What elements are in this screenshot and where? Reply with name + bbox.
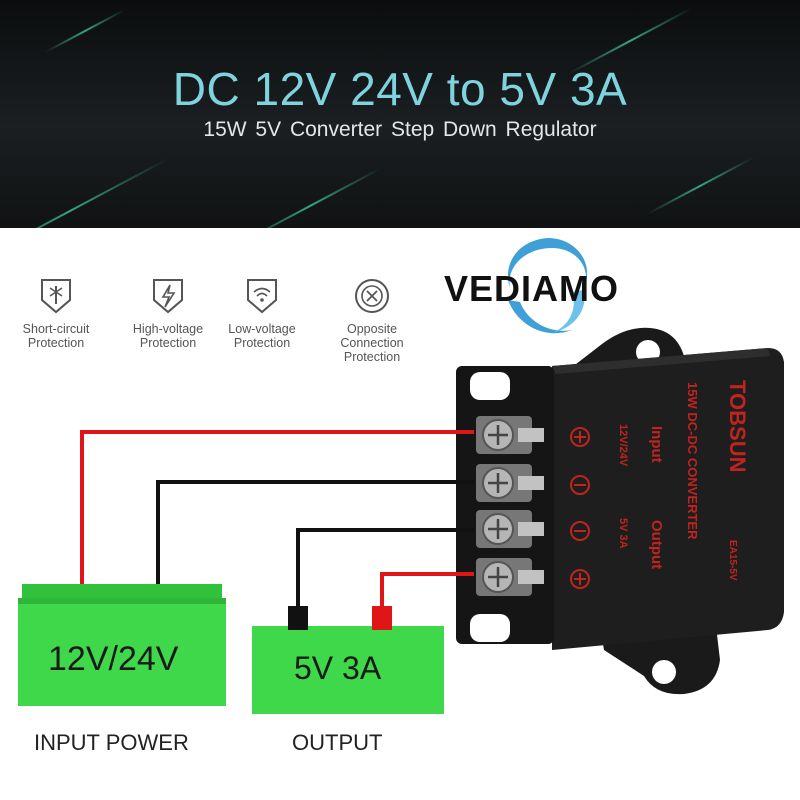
converter-output-spec: 5V 3A bbox=[617, 518, 629, 549]
header-banner: DC 12V 24V to 5V 3A 15W 5V Converter Ste… bbox=[0, 0, 800, 228]
mounting-hole bbox=[470, 372, 510, 400]
mounting-hole bbox=[470, 614, 510, 642]
polarity-symbols bbox=[570, 427, 590, 589]
converter-body bbox=[552, 348, 784, 650]
output-battery bbox=[252, 606, 444, 714]
feature-low-voltage: Low-voltage Protection bbox=[212, 276, 312, 350]
feature-short-circuit: Short-circuit Protection bbox=[6, 276, 106, 350]
terminal-screw bbox=[476, 558, 544, 596]
negative-terminal bbox=[288, 606, 308, 630]
converter-maker: TOBSUN bbox=[725, 380, 750, 473]
feature-label: Short-circuit Protection bbox=[22, 322, 90, 350]
input-positive-wire bbox=[80, 430, 474, 588]
opposite-connection-icon bbox=[355, 279, 389, 313]
input-battery-label: 12V/24V bbox=[48, 640, 179, 678]
converter-title: 15W DC-DC CONVERTER bbox=[685, 382, 700, 540]
input-negative-wire bbox=[156, 480, 474, 588]
page-subtitle: 15W 5V Converter Step Down Regulator bbox=[203, 118, 597, 141]
input-power-caption: INPUT POWER bbox=[34, 730, 189, 755]
output-negative-wire bbox=[296, 528, 474, 612]
converter-model: EA15-5V bbox=[727, 540, 738, 581]
feature-opposite-connection: Opposite Connection Protection bbox=[322, 276, 422, 364]
terminal-screw bbox=[476, 510, 544, 548]
output-battery-label: 5V 3A bbox=[294, 650, 382, 686]
high-voltage-icon bbox=[153, 279, 183, 314]
brand-name: VEDIAMO bbox=[444, 268, 620, 309]
feature-label: Opposite Connection Protection bbox=[340, 322, 404, 364]
feature-high-voltage: High-voltage Protection bbox=[118, 276, 218, 350]
brand-logo-icon bbox=[507, 238, 588, 334]
mounting-hole bbox=[652, 660, 676, 684]
output-caption: OUTPUT bbox=[292, 730, 383, 755]
output-positive-wire bbox=[380, 572, 474, 612]
terminal-screw bbox=[476, 464, 544, 502]
terminal-block bbox=[456, 366, 554, 644]
page-title: DC 12V 24V to 5V 3A bbox=[172, 63, 628, 115]
positive-terminal bbox=[372, 606, 392, 630]
converter-input-spec: 12V/24V bbox=[617, 424, 629, 467]
feature-label: Low-voltage Protection bbox=[228, 322, 296, 350]
input-battery bbox=[18, 584, 226, 706]
terminal-screw bbox=[476, 416, 544, 454]
converter-input-label: Input bbox=[648, 426, 665, 463]
low-voltage-icon bbox=[247, 279, 277, 314]
converter-output-label: Output bbox=[648, 520, 665, 569]
feature-label: High-voltage Protection bbox=[132, 322, 204, 350]
short-circuit-icon bbox=[41, 279, 71, 314]
